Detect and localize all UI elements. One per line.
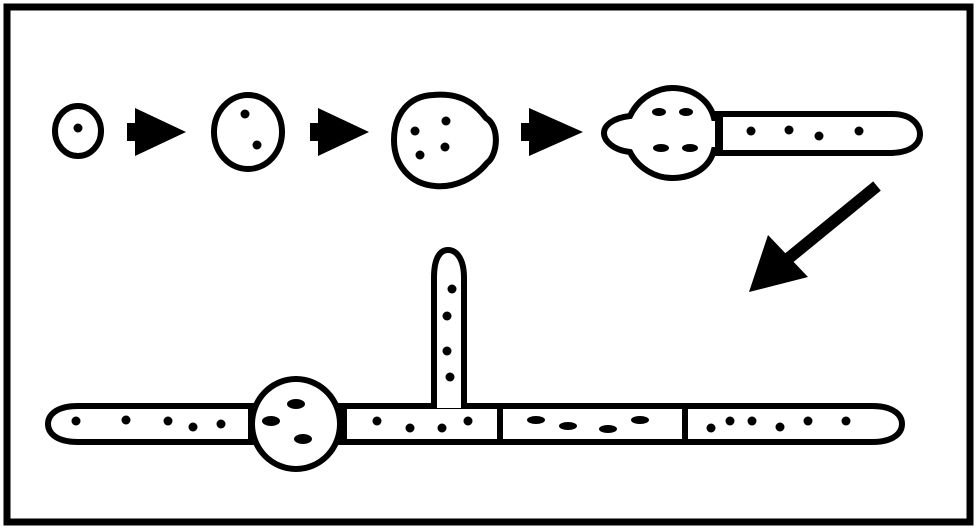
nucleus-dot [442, 346, 452, 356]
nucleus-dot [775, 422, 785, 432]
swollen-cell [211, 92, 285, 172]
nucleus-dot [240, 109, 250, 119]
arrow-right-icon [310, 108, 369, 156]
nucleus-dot [706, 423, 716, 433]
nucleus-dot [294, 434, 312, 444]
nucleus-dot [442, 311, 452, 321]
nucleus-dot [440, 142, 450, 152]
nucleus-dot [73, 123, 83, 133]
nucleus-dot [599, 425, 617, 433]
nucleus-dot [559, 422, 577, 430]
nucleus-dot [410, 126, 420, 136]
nucleus-dot [447, 284, 457, 294]
nucleus-dot [841, 416, 851, 426]
nucleus-dot [71, 416, 81, 426]
nucleus-dot [287, 399, 305, 409]
nucleus-dot [252, 140, 262, 150]
nucleus-dot [653, 144, 669, 152]
nucleus-dot [725, 416, 735, 426]
nucleus-dot [803, 416, 813, 426]
nucleus-dot [372, 416, 382, 426]
nucleus-dot [747, 416, 757, 426]
stage-germination-bulge [390, 91, 499, 190]
nucleus-dot [679, 108, 693, 116]
nucleus-dot [415, 150, 425, 160]
nucleus-dot [746, 126, 756, 136]
nucleus-dot [441, 116, 451, 126]
arrow-down-left-icon [749, 181, 881, 292]
nucleus-dot [216, 419, 226, 429]
nucleus-dot [262, 416, 280, 426]
hypha-right [337, 403, 906, 445]
nucleus-dot [405, 423, 415, 433]
nucleus-dot [814, 131, 824, 141]
nucleus-dot [652, 108, 666, 116]
nucleus-dot [631, 416, 649, 424]
stage-branched-hypha [44, 246, 906, 472]
nucleus-dot [682, 144, 698, 152]
stage-swelling [211, 92, 285, 172]
nucleus-dot [527, 416, 545, 424]
arrow-right-icon [127, 108, 186, 156]
bulging-cell [390, 91, 499, 190]
nucleus-dot [445, 372, 455, 382]
hypha-left [44, 403, 255, 445]
nucleus-dot [188, 422, 198, 432]
stage-spore [52, 103, 104, 159]
nucleus-dot [463, 416, 473, 426]
stage-germ-tube [600, 84, 924, 182]
nucleus-dot [121, 415, 131, 425]
nucleus-dot [163, 416, 173, 426]
nucleus-dot [784, 125, 794, 135]
arrow-right-icon [521, 108, 583, 156]
nucleus-dot [437, 423, 447, 433]
nucleus-dot [854, 126, 864, 136]
hypha-branch [431, 246, 467, 408]
